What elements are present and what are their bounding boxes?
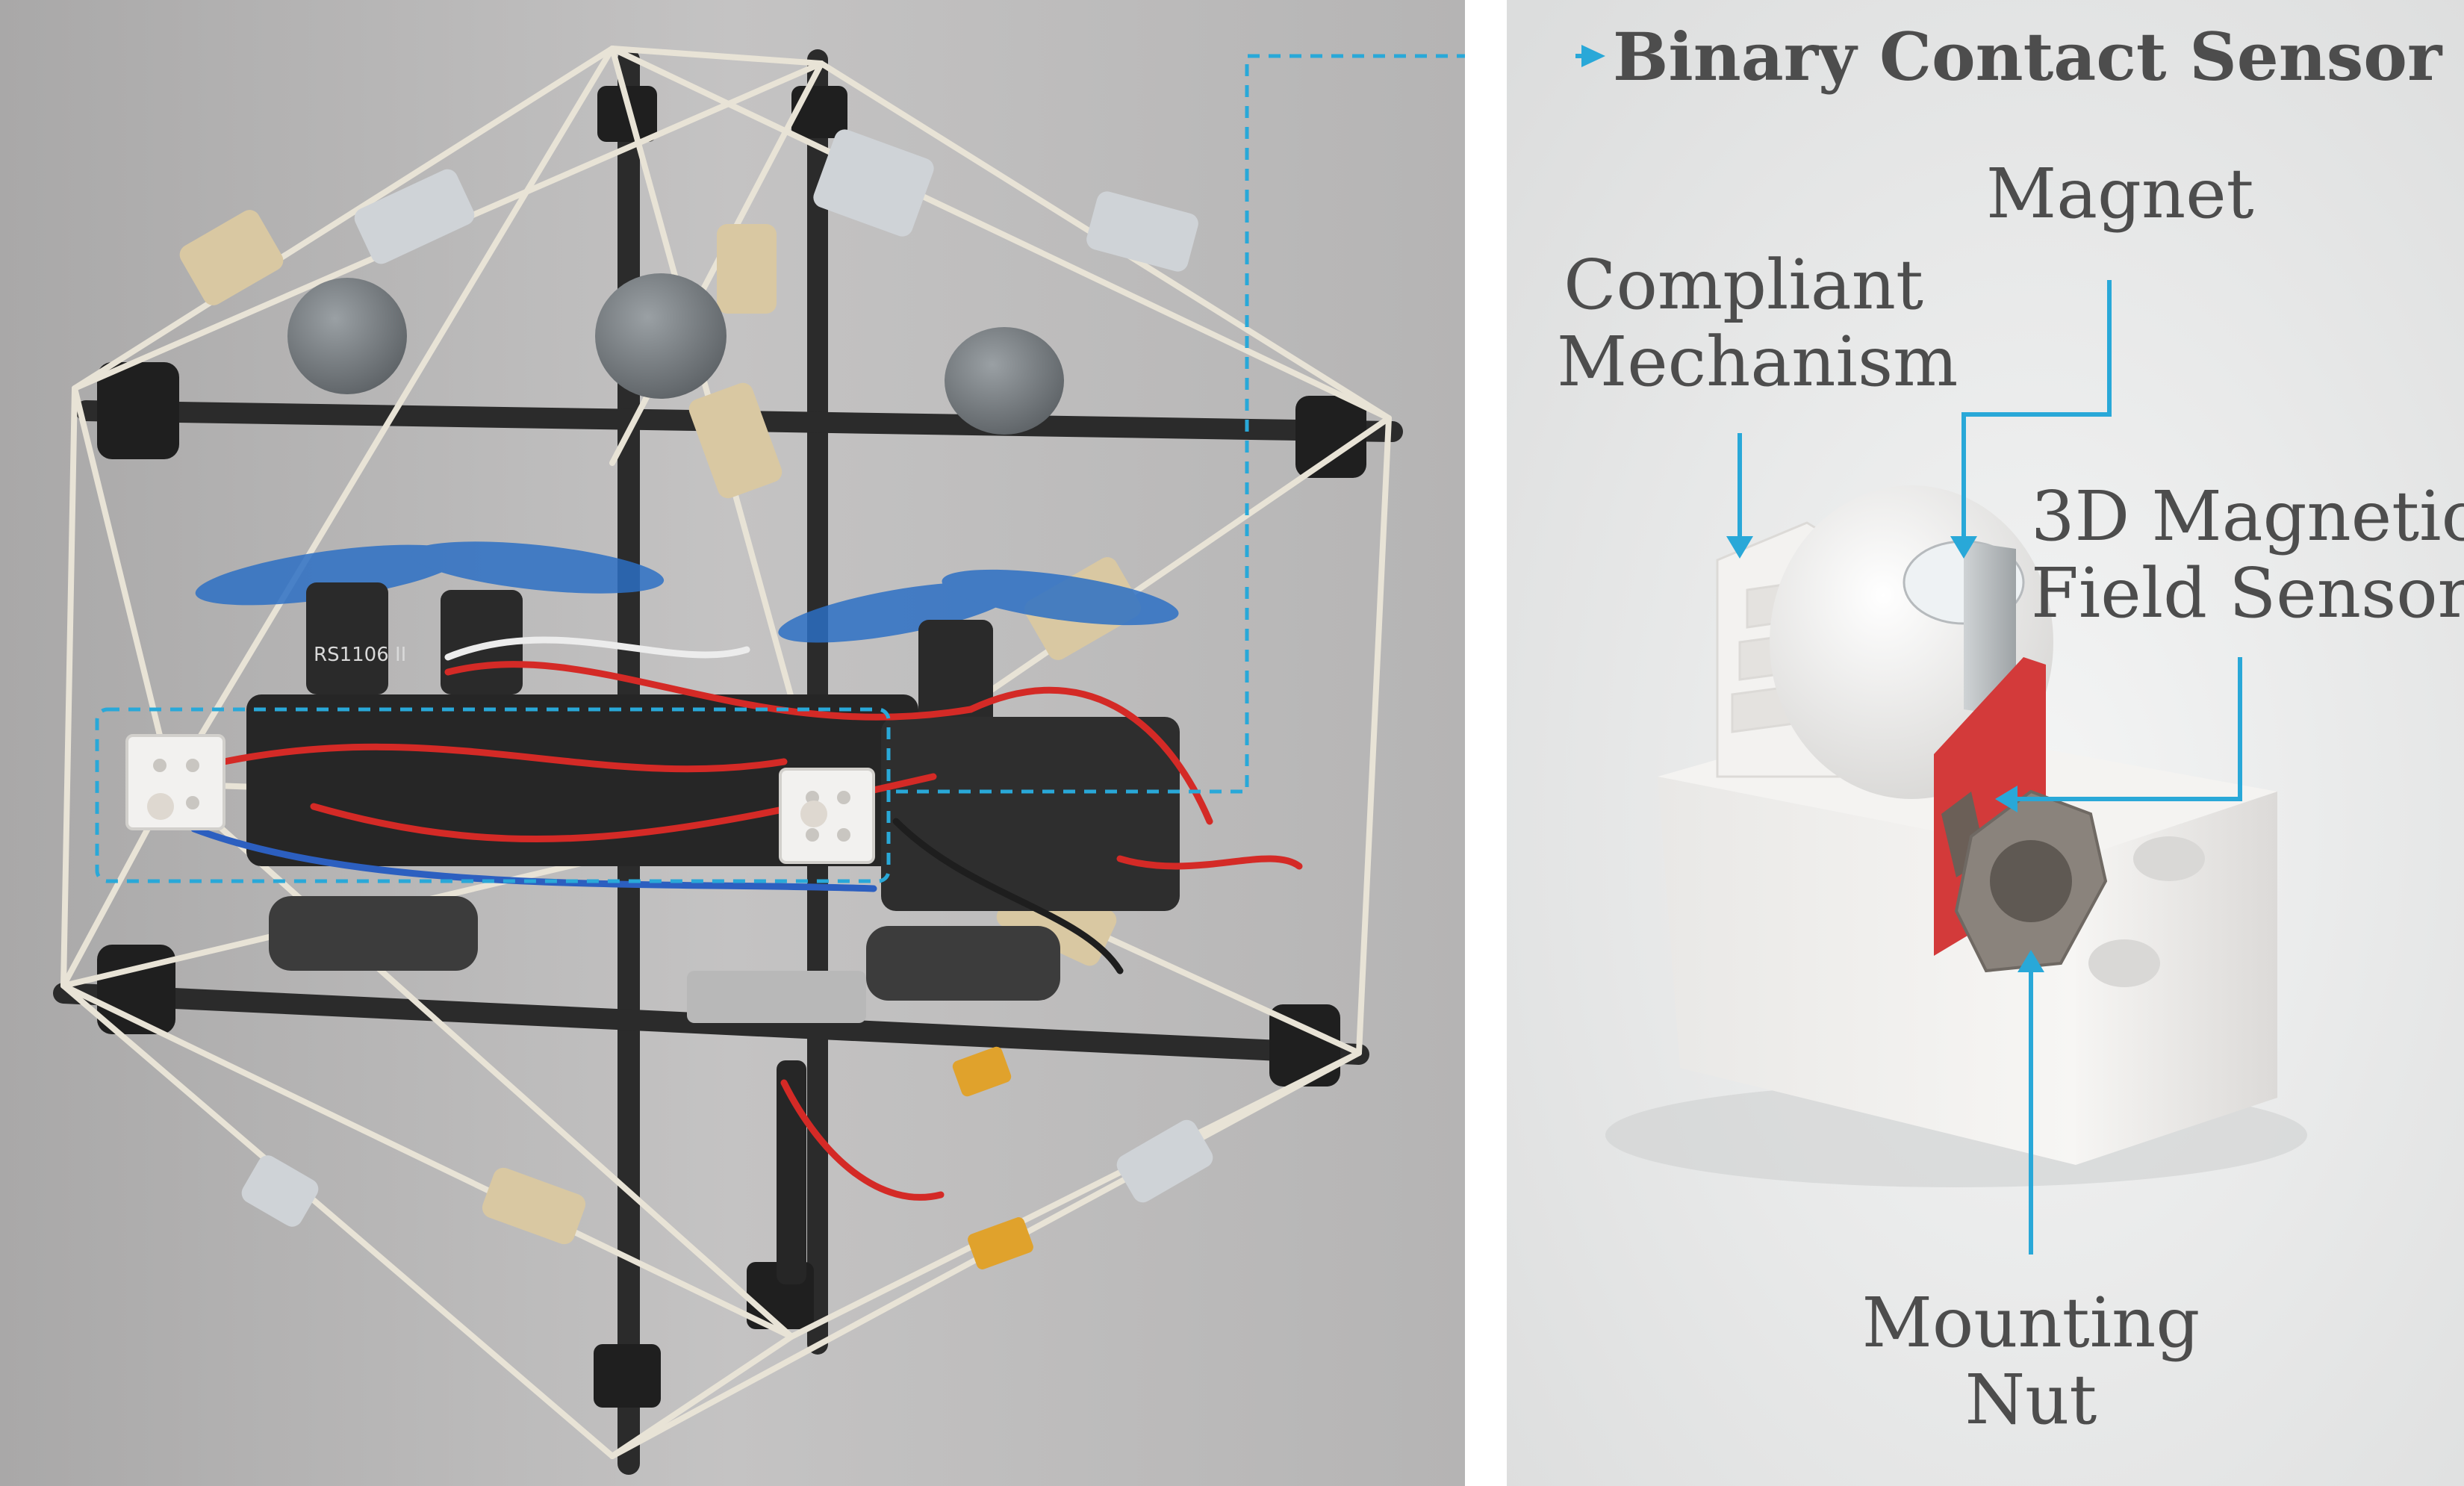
mounting-nut-label: Mounting Nut bbox=[1859, 1284, 2203, 1438]
mounting-nut-part bbox=[1954, 789, 2108, 973]
binary-contact-sensor-title: Binary Contact Sensor bbox=[1613, 18, 2442, 96]
taped-ball-weights bbox=[287, 273, 1064, 435]
magnetic-field-sensor-label-line2: Field Sensor bbox=[2031, 553, 2464, 634]
sensor-render-panel bbox=[1465, 0, 2464, 1486]
callout-arrowheads bbox=[1581, 45, 2044, 972]
propellers bbox=[195, 541, 1179, 643]
magnetic-field-sensor-label: 3D Magnetic Field Sensor bbox=[2031, 476, 2464, 634]
callout-boxes bbox=[95, 54, 1583, 883]
electronics-body bbox=[246, 694, 1180, 1284]
compliant-mechanism-label-line2: Mechanism bbox=[1557, 322, 1959, 402]
contact-sensor-robot-left bbox=[125, 734, 225, 830]
contact-sensor-robot-center bbox=[779, 768, 875, 864]
robot-photo-panel: RS1106 II bbox=[0, 0, 1583, 1486]
battery-connectors bbox=[952, 1046, 1033, 1269]
mounting-nut-label-line2: Nut bbox=[1964, 1360, 2097, 1440]
magnetic-field-sensor-label-line1: 3D Magnetic bbox=[2031, 476, 2464, 556]
compliant-mechanism-label: Compliant Mechanism bbox=[1557, 245, 1959, 402]
compliant-mechanism-label-line1: Compliant bbox=[1564, 245, 1923, 325]
mounting-nut-label-line1: Mounting bbox=[1861, 1283, 2200, 1363]
motor-marking: RS1106 II bbox=[314, 644, 406, 666]
callout-arrows bbox=[1575, 54, 2242, 1255]
magnet-label: Magnet bbox=[1986, 154, 2254, 234]
magnet-part bbox=[1903, 540, 2025, 717]
